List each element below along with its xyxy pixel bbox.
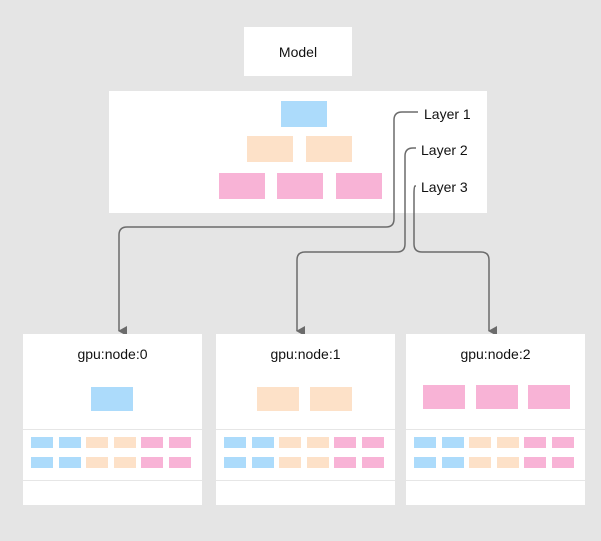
- divider: [406, 429, 585, 430]
- model-label: Model: [278, 43, 318, 60]
- gpu-node-2-card: gpu:node:2: [406, 334, 585, 505]
- shard-cell: [58, 457, 81, 468]
- layer-3-block: [219, 173, 265, 199]
- arrow-layer-2-to-node-1: [296, 147, 416, 336]
- shard-cell: [306, 457, 329, 468]
- shard-cell: [224, 437, 246, 448]
- shard-cell: [414, 437, 436, 448]
- layer-3-block: [336, 173, 382, 199]
- gpu-node-0-card: gpu:node:0: [23, 334, 202, 505]
- layer-1-label: Layer 1: [424, 106, 471, 122]
- layer-1-block: [281, 101, 327, 127]
- shard-cell: [524, 457, 546, 468]
- node-2-layer-block: [423, 385, 465, 409]
- shard-cell: [469, 437, 491, 448]
- shard-cell: [251, 457, 274, 468]
- shard-cell: [58, 437, 81, 448]
- shard-cell: [334, 457, 356, 468]
- gpu-node-2-label: gpu:node:2: [460, 346, 531, 362]
- shard-cell: [168, 457, 191, 468]
- node-0-layer-block: [91, 387, 133, 411]
- node-1-layer-block: [310, 387, 352, 411]
- shard-cell: [279, 457, 301, 468]
- gpu-node-0-label: gpu:node:0: [77, 346, 148, 362]
- divider: [23, 429, 202, 430]
- layer-3-block: [277, 173, 323, 199]
- shard-cell: [496, 437, 519, 448]
- shard-cell: [469, 457, 491, 468]
- shard-cell: [361, 437, 384, 448]
- shard-cell: [251, 437, 274, 448]
- divider: [216, 429, 395, 430]
- shard-cell: [524, 437, 546, 448]
- divider: [23, 480, 202, 481]
- shard-cell: [551, 437, 574, 448]
- shard-cell: [141, 437, 163, 448]
- shard-cell: [86, 437, 108, 448]
- shard-cell: [224, 457, 246, 468]
- shard-cell: [441, 457, 464, 468]
- layer-2-block: [306, 136, 352, 162]
- shard-cell: [31, 457, 53, 468]
- shard-cell: [496, 457, 519, 468]
- node-1-layer-block: [257, 387, 299, 411]
- model-layers-panel: [109, 91, 487, 213]
- arrow-layer-1-to-node-0: [118, 111, 418, 336]
- layer-2-label: Layer 2: [421, 142, 468, 158]
- layer-3-label: Layer 3: [421, 179, 468, 195]
- shard-cell: [141, 457, 163, 468]
- shard-cell: [334, 437, 356, 448]
- shard-cell: [113, 437, 136, 448]
- shard-cell: [441, 437, 464, 448]
- gpu-node-1-card: gpu:node:1: [216, 334, 395, 505]
- shard-cell: [279, 437, 301, 448]
- shard-cell: [306, 437, 329, 448]
- shard-cell: [414, 457, 436, 468]
- shard-cell: [551, 457, 574, 468]
- divider: [406, 480, 585, 481]
- arrow-layer-3-to-node-2: [413, 185, 497, 336]
- gpu-node-1-label: gpu:node:1: [270, 346, 341, 362]
- shard-cell: [31, 437, 53, 448]
- shard-cell: [361, 457, 384, 468]
- shard-cell: [168, 437, 191, 448]
- model-box: Model: [244, 27, 352, 76]
- node-2-layer-block: [528, 385, 570, 409]
- shard-cell: [113, 457, 136, 468]
- node-2-layer-block: [476, 385, 518, 409]
- shard-cell: [86, 457, 108, 468]
- divider: [216, 480, 395, 481]
- layer-2-block: [247, 136, 293, 162]
